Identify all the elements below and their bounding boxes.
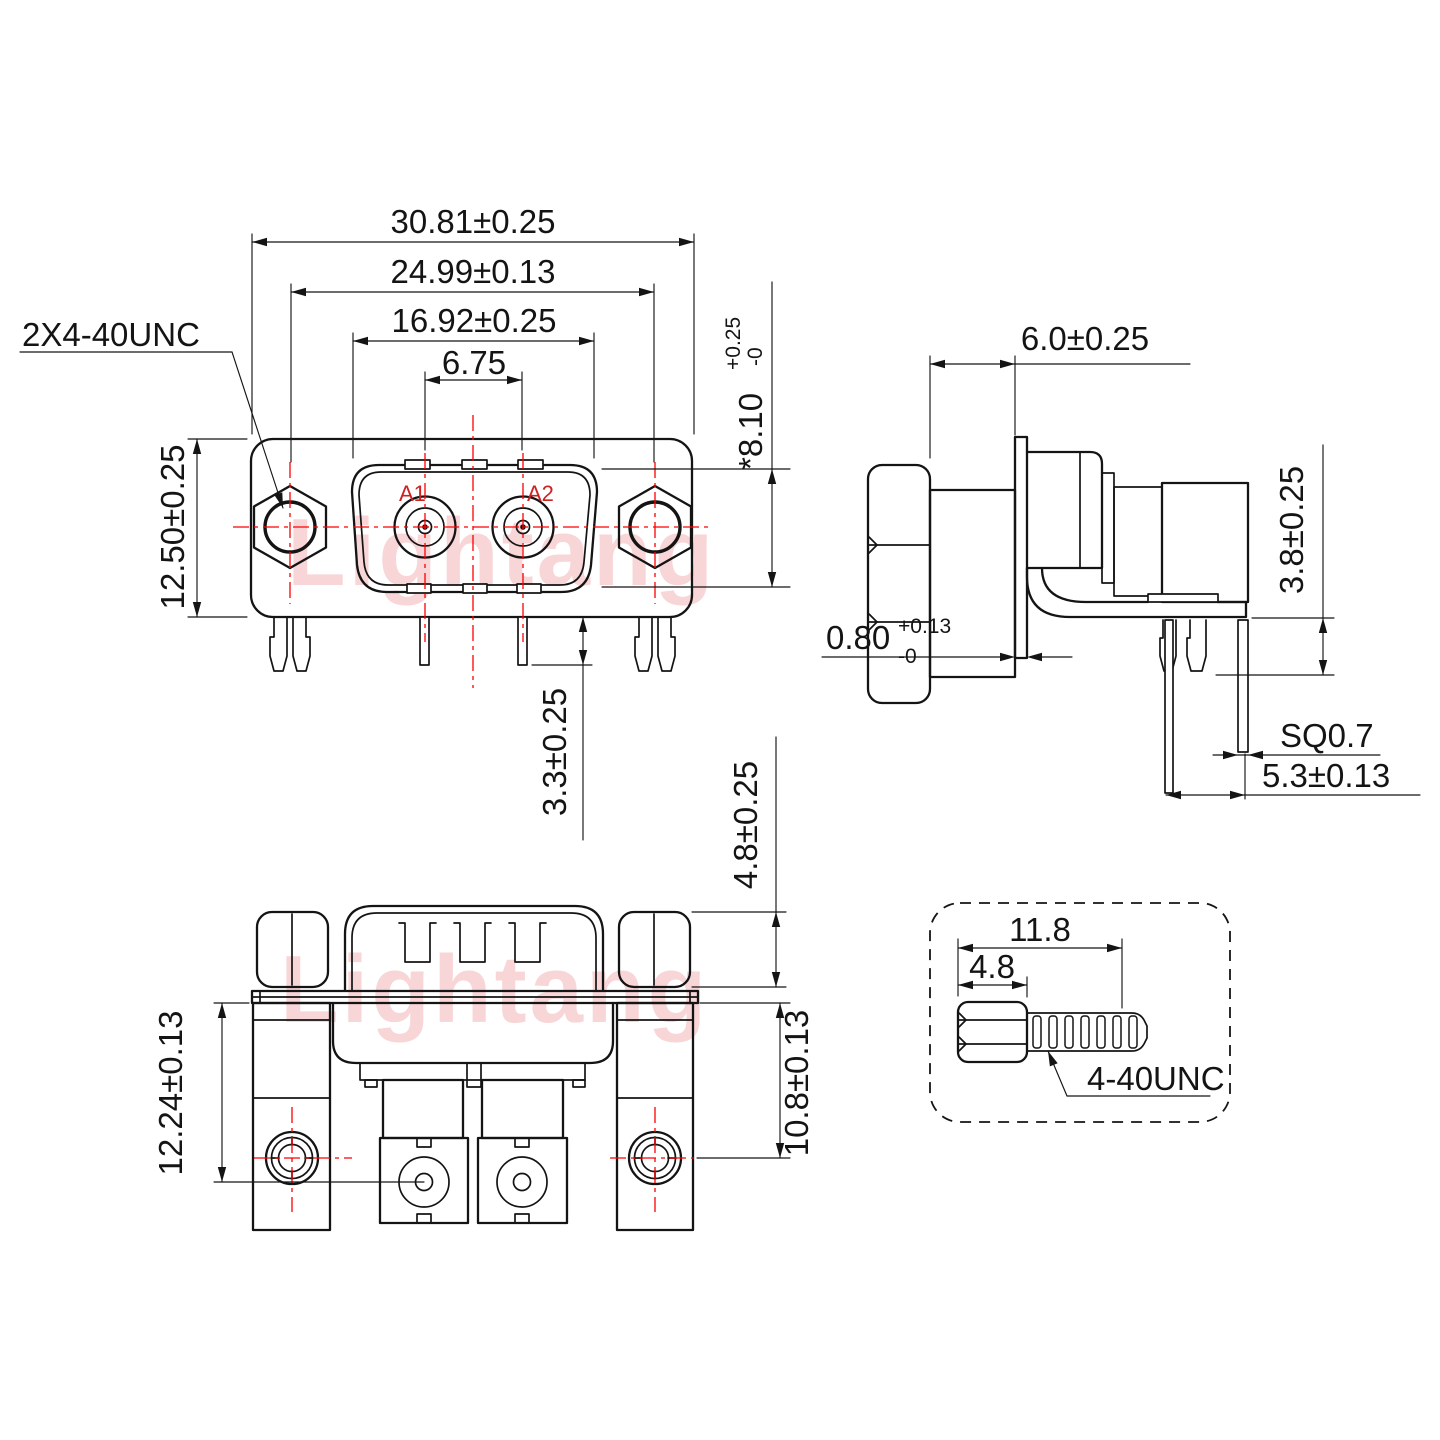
watermarks: Lightang Lightang bbox=[280, 499, 716, 1043]
bottom-hex-nut-right bbox=[617, 910, 692, 989]
dim-pin-protrusion: 3.3±0.25 bbox=[536, 688, 573, 816]
detail-screw-threads bbox=[1032, 1015, 1138, 1049]
dim-screw-thread-spec: 4-40UNC bbox=[1087, 1060, 1225, 1097]
dim-mount-hole-row-offset: 10.8±0.13 bbox=[778, 1010, 815, 1157]
side-body-outline bbox=[866, 435, 1250, 794]
watermark-text-bottom: Lightang bbox=[280, 936, 709, 1043]
dim-boardlock-depth: 3.8±0.25 bbox=[1273, 466, 1310, 594]
dim-flange-thickness: 0.80 +0.13 -0 bbox=[826, 615, 951, 668]
side-view: 6.0±0.25 0.80 +0.13 -0 3.8±0.25 SQ0.7 5.… bbox=[821, 320, 1421, 800]
svg-text:-0: -0 bbox=[744, 347, 767, 366]
watermark-text-front: Lightang bbox=[287, 499, 716, 606]
contact-label-a2: A2 bbox=[527, 481, 554, 506]
dim-overall-width: 30.81±0.25 bbox=[391, 203, 556, 240]
svg-text:*8.10: *8.10 bbox=[732, 393, 769, 470]
detail-screw bbox=[956, 1000, 1148, 1064]
side-jackscrew-shoulder bbox=[928, 488, 1017, 679]
svg-text:+0.13: +0.13 bbox=[898, 615, 951, 638]
side-shell-step1 bbox=[1025, 450, 1104, 570]
bottom-centerlines bbox=[254, 1107, 694, 1212]
dim-screw-total-length: 11.8 bbox=[1009, 911, 1071, 948]
bottom-center-tab bbox=[466, 1062, 482, 1088]
dim-thread-callout: 2X4-40UNC bbox=[22, 316, 200, 353]
dim-contact-row-offset: 12.24±0.13 bbox=[152, 1011, 189, 1176]
bottom-shell-slots bbox=[398, 922, 547, 963]
screw-detail: 11.8 4.8 4-40UNC bbox=[929, 902, 1231, 1123]
side-dimensions: 6.0±0.25 0.80 +0.13 -0 3.8±0.25 SQ0.7 5.… bbox=[821, 320, 1421, 800]
dim-screw-standoff: 6.0±0.25 bbox=[1021, 320, 1149, 357]
dim-mount-hole-spacing: 24.99±0.13 bbox=[391, 253, 556, 290]
bottom-dshell-inner bbox=[351, 912, 597, 991]
bottom-coax-module-a1 bbox=[378, 1078, 470, 1225]
detail-screw-head bbox=[956, 1000, 1029, 1064]
front-dimensions: 30.81±0.25 24.99±0.13 16.92±0.25 6.75 2X… bbox=[19, 203, 791, 841]
contact-label-a1: A1 bbox=[399, 481, 426, 506]
bottom-body-outline bbox=[250, 904, 700, 1232]
side-pin-square bbox=[1237, 619, 1249, 753]
side-flange-plate bbox=[1013, 435, 1029, 660]
front-shell-notches bbox=[404, 459, 544, 594]
svg-text:+0.25: +0.25 bbox=[722, 317, 745, 370]
dim-pin-row-offset: 5.3±0.13 bbox=[1262, 757, 1390, 794]
svg-text:0.80: 0.80 bbox=[826, 619, 890, 656]
front-dshell-inner bbox=[358, 471, 591, 586]
side-pin-leg bbox=[1164, 619, 1174, 794]
detail-screw-shank bbox=[1026, 1012, 1148, 1052]
dim-contact-spacing: 6.75 bbox=[442, 344, 506, 381]
front-dshell-outer bbox=[350, 463, 599, 594]
dim-screw-head-length: 4.8 bbox=[969, 948, 1015, 985]
detail-dimensions: 11.8 4.8 4-40UNC bbox=[957, 911, 1225, 1097]
bottom-dshell-outer bbox=[343, 904, 605, 992]
dim-pin-cross-section: SQ0.7 bbox=[1280, 717, 1374, 754]
front-boardlock-left bbox=[269, 616, 311, 672]
side-boardlock bbox=[1159, 619, 1207, 672]
bottom-insulator-step bbox=[359, 1062, 586, 1081]
side-bracket bbox=[1025, 566, 1248, 619]
bottom-dimensions: 12.24±0.13 10.8±0.13 4.8±0.25 bbox=[152, 736, 815, 1183]
dim-flange-height: 12.50±0.25 bbox=[154, 445, 191, 610]
front-boardlock-right bbox=[634, 616, 676, 672]
bottom-coax-module-a2 bbox=[476, 1078, 569, 1225]
bottom-view: 12.24±0.13 10.8±0.13 4.8±0.25 bbox=[152, 736, 815, 1232]
side-shell-step3 bbox=[1113, 486, 1163, 597]
bottom-flange-plate bbox=[250, 989, 700, 1005]
svg-text:-0: -0 bbox=[898, 645, 917, 668]
front-view: 30.81±0.25 24.99±0.13 16.92±0.25 6.75 2X… bbox=[19, 203, 791, 841]
front-centerlines bbox=[233, 415, 713, 688]
dim-screw-head-height: 4.8±0.25 bbox=[727, 761, 764, 889]
detail-dashed-border bbox=[929, 902, 1231, 1123]
dim-shell-width: 16.92±0.25 bbox=[392, 302, 557, 339]
side-shell-step2 bbox=[1101, 472, 1115, 584]
side-bracket-tab bbox=[1147, 593, 1219, 603]
side-coax-body bbox=[1160, 481, 1250, 604]
dim-shell-height: *8.10 +0.25 -0 bbox=[722, 317, 769, 470]
bottom-hex-nut-left bbox=[255, 910, 330, 989]
